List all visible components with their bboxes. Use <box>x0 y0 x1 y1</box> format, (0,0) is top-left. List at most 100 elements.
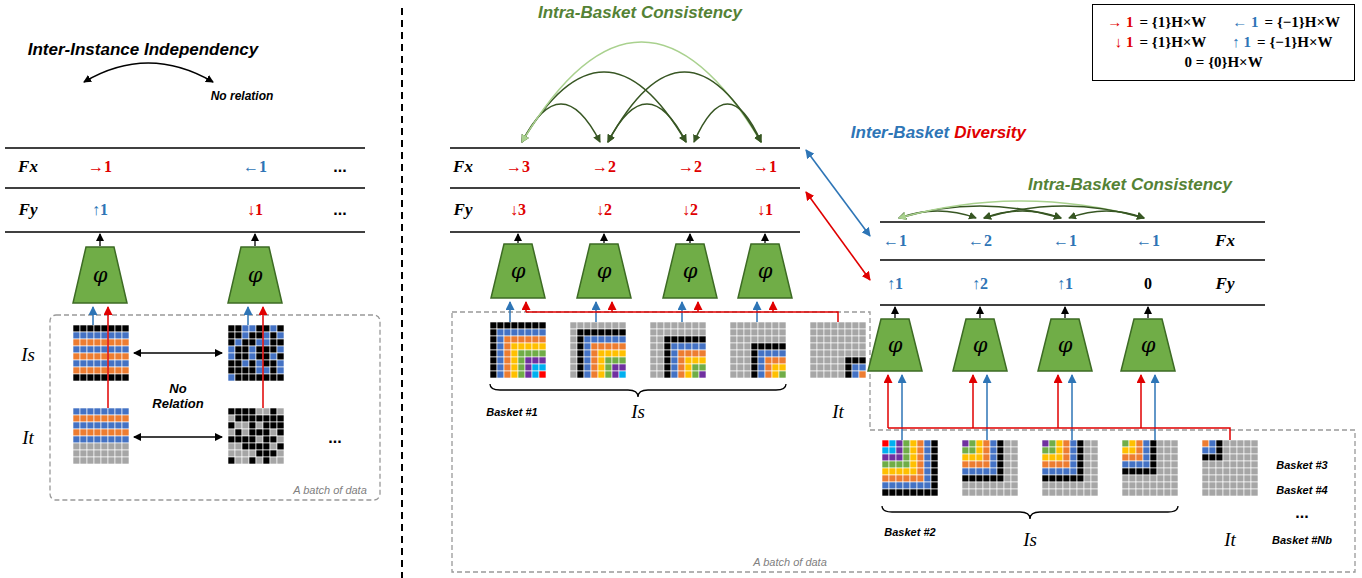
grid-cell <box>664 336 671 343</box>
flow-value: ↓3 <box>510 201 526 219</box>
grid-cell <box>108 408 115 415</box>
grid-cell <box>678 350 685 357</box>
grid-cell <box>859 350 866 357</box>
grid-cell <box>903 468 910 475</box>
grid-cell <box>838 350 845 357</box>
consistency-arc <box>608 72 761 142</box>
grid-cell <box>917 447 924 454</box>
grid-cell <box>256 353 263 360</box>
grid-cell <box>1223 489 1230 496</box>
grid-cell <box>852 371 859 378</box>
grid-cell <box>657 364 664 371</box>
grid-cell <box>678 329 685 336</box>
grid-cell <box>685 343 692 350</box>
grid-cell <box>751 357 758 364</box>
grid-cell <box>490 329 497 336</box>
grid-cell <box>1164 454 1171 461</box>
grid-cell <box>518 329 525 336</box>
grid-cell <box>1063 447 1070 454</box>
grid-cell <box>605 343 612 350</box>
grid-cell <box>1223 461 1230 468</box>
grid-cell <box>73 374 80 381</box>
grid-cell <box>1157 475 1164 482</box>
grid-cell <box>504 322 511 329</box>
grid-cell <box>235 415 242 422</box>
grid-cell <box>504 329 511 336</box>
grid-cell <box>910 489 917 496</box>
grid-cell <box>824 343 831 350</box>
grid-cell <box>1122 489 1129 496</box>
grid-cell <box>122 374 129 381</box>
grid-cell <box>758 350 765 357</box>
grid-cell <box>678 343 685 350</box>
grid-cell <box>228 374 235 381</box>
grid-cell <box>1042 461 1049 468</box>
grid-cell <box>101 339 108 346</box>
grid-cell <box>101 360 108 367</box>
grid-cell <box>657 357 664 364</box>
grid-cell <box>87 332 94 339</box>
grid-cell <box>810 371 817 378</box>
grid-cell <box>73 367 80 374</box>
grid-cell <box>115 408 122 415</box>
grid-cell <box>277 360 284 367</box>
grid-cell <box>1237 440 1244 447</box>
grid-cell <box>87 339 94 346</box>
feature-name: Fy <box>19 200 38 220</box>
grid-cell <box>831 322 838 329</box>
grid-cell <box>94 415 101 422</box>
grid-cell <box>619 371 626 378</box>
grid-cell <box>532 336 539 343</box>
grid-cell <box>1244 454 1251 461</box>
grid-cell <box>256 436 263 443</box>
grid-cell <box>1049 461 1056 468</box>
grid-cell <box>845 343 852 350</box>
grid-cell <box>263 346 270 353</box>
grid-cell <box>80 415 87 422</box>
grid-cell <box>518 371 525 378</box>
grid-cell <box>1077 489 1084 496</box>
grid-cell <box>228 436 235 443</box>
flow-value: 0 <box>1144 275 1152 293</box>
grid-cell <box>277 443 284 450</box>
grid-cell <box>228 415 235 422</box>
grid-cell <box>962 475 969 482</box>
grid-cell <box>87 346 94 353</box>
grid-cell <box>256 367 263 374</box>
grid-cell <box>263 450 270 457</box>
grid-cell <box>242 374 249 381</box>
grid-cell <box>122 325 129 332</box>
grid-cell <box>1209 475 1216 482</box>
grid-cell <box>1230 482 1237 489</box>
grid-cell <box>1136 454 1143 461</box>
grid-cell <box>817 322 824 329</box>
direction-symbol: → 1 <box>1107 14 1133 31</box>
grid-cell <box>664 322 671 329</box>
grid-cell <box>969 482 976 489</box>
definition-text: = {−1}H×W <box>1265 14 1340 31</box>
flow-value: ←1 <box>883 232 907 250</box>
grid-cell <box>518 364 525 371</box>
grid-cell <box>758 343 765 350</box>
grid-cell <box>1122 440 1129 447</box>
feature-name: Fx <box>1215 231 1235 251</box>
grid-cell <box>931 461 938 468</box>
grid-cell <box>824 322 831 329</box>
image-name: Is <box>1023 529 1037 551</box>
grid-cell <box>1091 475 1098 482</box>
grid-cell <box>1244 482 1251 489</box>
grid-cell <box>903 475 910 482</box>
grid-cell <box>737 357 744 364</box>
grid-cell <box>94 346 101 353</box>
grid-cell <box>692 371 699 378</box>
grid-cell <box>115 332 122 339</box>
grid-cell <box>108 374 115 381</box>
grid-cell <box>87 415 94 422</box>
grid-cell <box>772 357 779 364</box>
grid-cell <box>685 357 692 364</box>
grid-cell <box>235 408 242 415</box>
grid-cell <box>1251 447 1258 454</box>
grid-cell <box>228 325 235 332</box>
grid-cell <box>115 325 122 332</box>
grid-cell <box>242 360 249 367</box>
